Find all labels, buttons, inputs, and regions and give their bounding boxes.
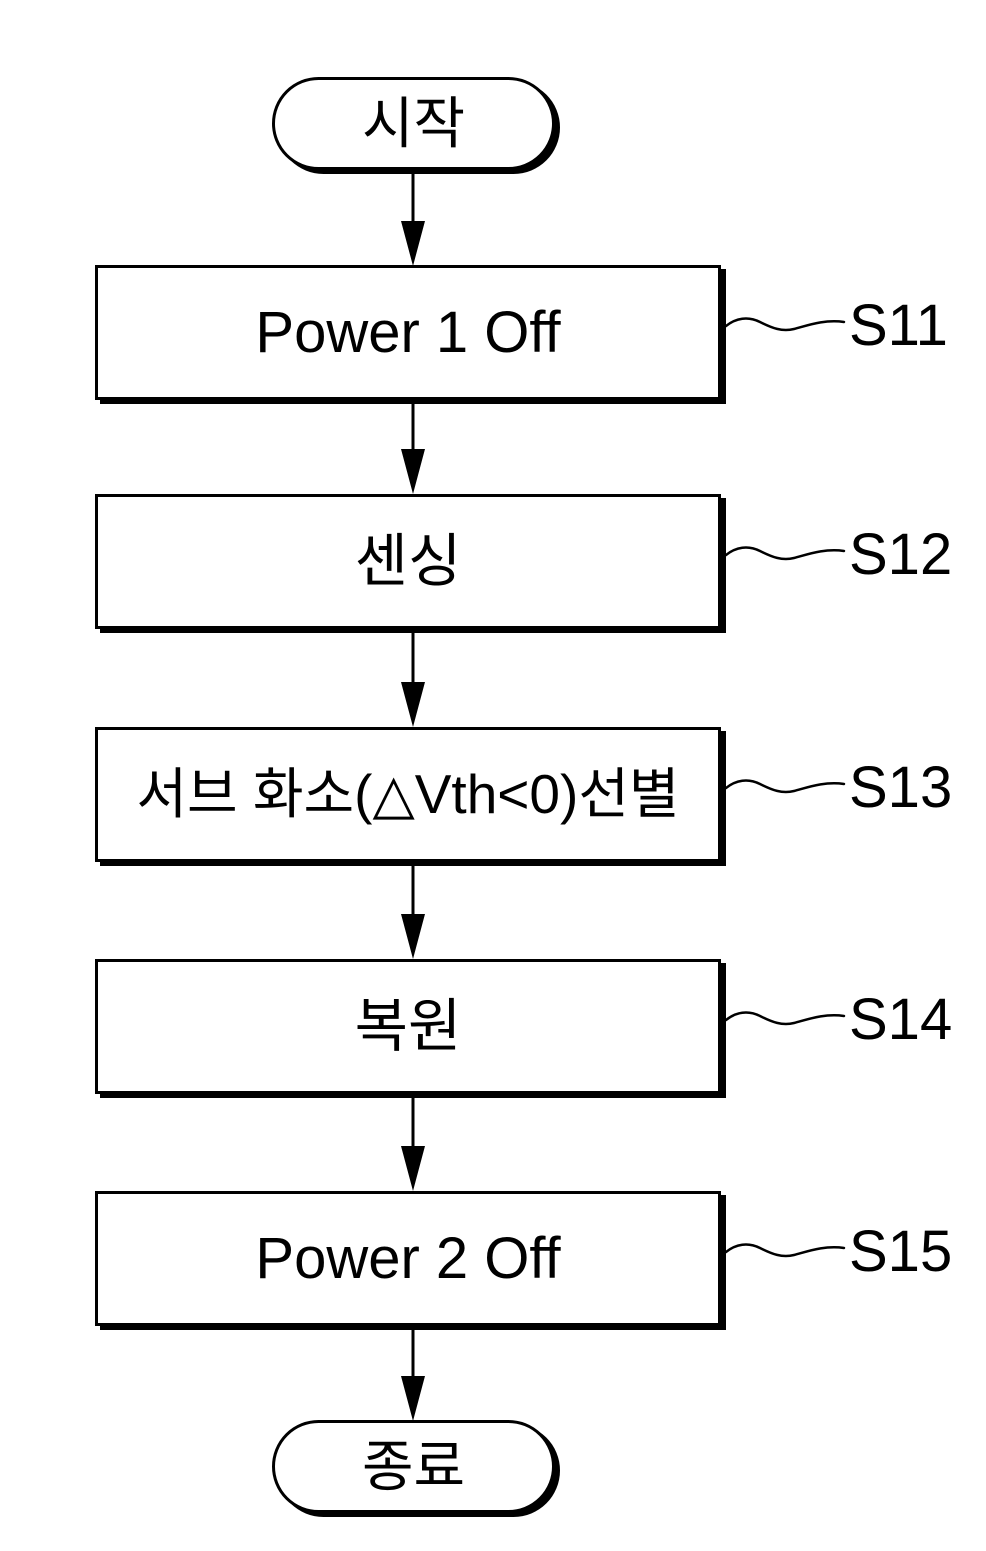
- step-tag-s13: S13: [849, 755, 953, 820]
- step-tag-s15: S15: [849, 1219, 953, 1284]
- process-box-restore: 복원: [95, 959, 721, 1094]
- process-box-subpixel-select: 서브 화소(△Vth<0)선별: [95, 727, 721, 862]
- wave-leader-s15: [724, 1243, 846, 1258]
- step-tag-s11: S11: [849, 293, 948, 358]
- arrow-step2-to-step3: [401, 633, 425, 727]
- arrow-step5-to-end: [401, 1330, 425, 1421]
- process-label: 복원: [354, 993, 462, 1059]
- arrow-step1-to-step2: [401, 404, 425, 494]
- process-label: 센싱: [354, 528, 462, 594]
- arrow-step3-to-step4: [401, 866, 425, 959]
- wave-leader-s13: [724, 779, 846, 794]
- step-tag-s14: S14: [849, 987, 953, 1052]
- start-terminator: 시작: [272, 77, 555, 170]
- start-label: 시작: [361, 91, 466, 155]
- end-terminator: 종료: [272, 1420, 555, 1513]
- process-box-power2-off: Power 2 Off: [95, 1191, 721, 1326]
- process-label: Power 1 Off: [255, 299, 561, 365]
- process-box-sensing: 센싱: [95, 494, 721, 629]
- process-label: 서브 화소(△Vth<0)선별: [136, 763, 680, 825]
- step-tag-s12: S12: [849, 522, 953, 587]
- wave-leader-s14: [724, 1011, 846, 1026]
- arrow-start-to-step1: [401, 168, 425, 266]
- wave-leader-s12: [724, 546, 846, 561]
- wave-leader-s11: [724, 317, 846, 332]
- end-label: 종료: [361, 1434, 466, 1498]
- process-box-power1-off: Power 1 Off: [95, 265, 721, 400]
- process-label: Power 2 Off: [255, 1225, 561, 1291]
- arrow-step4-to-step5: [401, 1098, 425, 1191]
